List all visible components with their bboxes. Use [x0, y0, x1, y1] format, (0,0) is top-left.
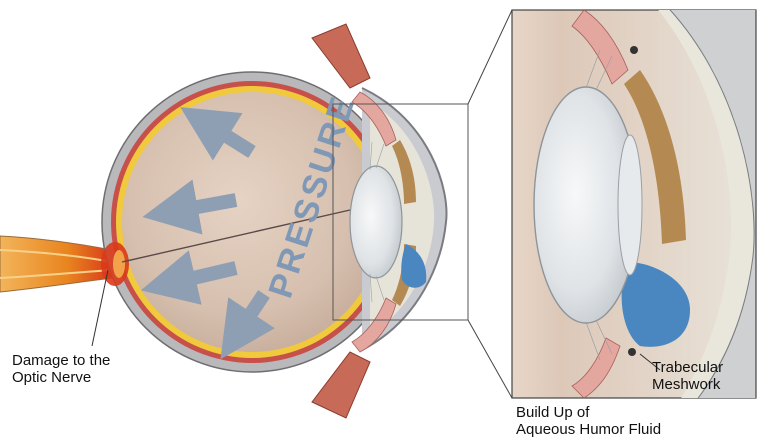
- damage-label-line-1: Damage to the: [12, 352, 110, 369]
- lens: [350, 166, 402, 278]
- extraocular-muscle-bottom: [312, 352, 370, 418]
- extraocular-muscle-top: [312, 24, 370, 88]
- buildup-label-line-2: Aqueous Humor Fluid: [516, 421, 661, 438]
- optic-nerve: [0, 236, 112, 292]
- trabecular-meshwork-dot-lower: [628, 348, 636, 356]
- zoom-connector-bottom: [468, 320, 512, 398]
- trabecular-meshwork-dot-upper: [630, 46, 638, 54]
- buildup-label-line-1: Build Up of: [516, 404, 661, 421]
- damage-pointer-line: [92, 270, 108, 346]
- damage-label-line-2: Optic Nerve: [12, 369, 110, 386]
- aqueous-buildup-label: Build Up of Aqueous Humor Fluid: [516, 404, 661, 438]
- trabecular-label-line-1: Trabecular: [652, 359, 723, 376]
- damage-optic-nerve-label: Damage to the Optic Nerve: [12, 352, 110, 386]
- inset-lens-nucleus: [618, 135, 642, 275]
- trabecular-label-line-2: Meshwork: [652, 376, 723, 393]
- trabecular-meshwork-label: Trabecular Meshwork: [652, 359, 723, 393]
- optic-cup: [113, 250, 125, 278]
- zoom-connector-top: [468, 10, 512, 104]
